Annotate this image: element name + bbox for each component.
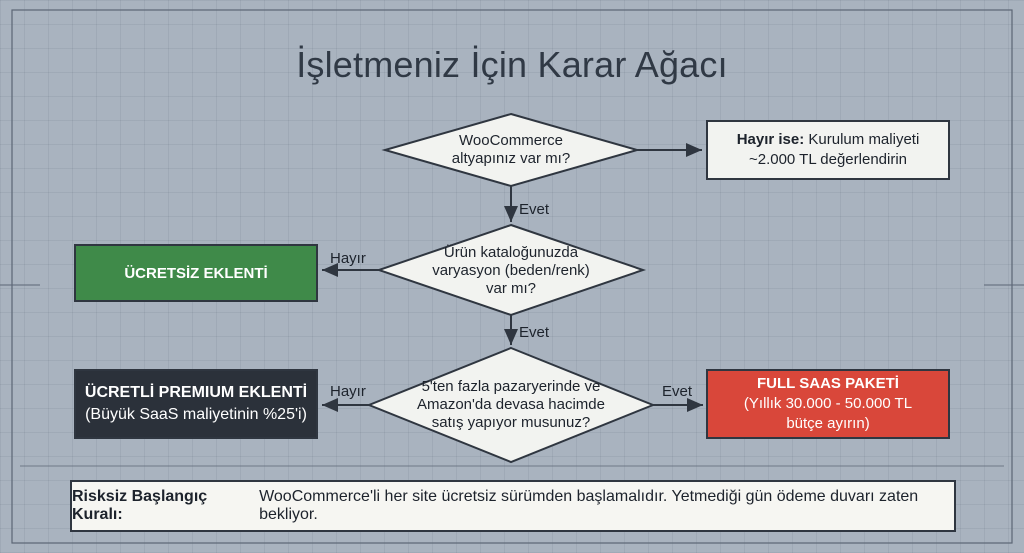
outcome-no-woocommerce-line-2: ~2.000 TL değerlendirin <box>748 151 908 168</box>
decision-1-line-1: WooCommerce <box>459 132 563 149</box>
outcome-full-saas: FULL SAAS PAKETİ (Yıllık 30.000 - 50.000… <box>706 369 950 439</box>
decision-3-text: 5'ten fazla pazaryerinde ve Amazon'da de… <box>406 378 616 432</box>
footer-rule-text: WooCommerce'li her site ücretsiz sürümde… <box>259 488 919 523</box>
decision-3-line-3: satış yapıyor musunuz? <box>431 414 591 431</box>
outcome-no-woocommerce: Hayır ise: Kurulum maliyeti ~2.000 TL de… <box>706 120 950 180</box>
page-title: İşletmeniz İçin Karar Ağacı <box>296 44 728 85</box>
outcome-no-woocommerce-bold: Hayır ise: <box>736 131 805 148</box>
outcome-free-plugin: ÜCRETSİZ EKLENTİ <box>74 244 318 302</box>
outcome-full-saas-line-2: (Yıllık 30.000 - 50.000 TL <box>743 395 913 412</box>
decision-3-line-2: Amazon'da devasa hacimde <box>417 396 605 413</box>
decision-diamond-3 <box>366 346 656 464</box>
decision-2-text: Ürün kataloğunuzda varyasyon (beden/renk… <box>416 244 606 298</box>
decision-1-line-2: altyapınız var mı? <box>451 150 571 167</box>
edge-label-yes-1: Evet <box>519 201 550 218</box>
outcome-full-saas-line-1: FULL SAAS PAKETİ <box>757 375 899 392</box>
footer-rule-title: Risksiz Başlangıç Kuralı: <box>72 488 208 523</box>
decision-2-line-2: varyasyon (beden/renk) <box>432 262 590 279</box>
edge-label-no-2: Hayır <box>330 250 366 267</box>
outcome-full-saas-line-3: bütçe ayırın) <box>786 415 870 432</box>
decision-2-line-3: var mı? <box>485 280 536 297</box>
decision-3-line-1: 5'ten fazla pazaryerinde ve <box>421 378 601 395</box>
footer-rule: Risksiz Başlangıç Kuralı: WooCommerce'li… <box>70 480 956 532</box>
outcome-premium-line-2: (Büyük SaaS maliyetinin %25'i) <box>85 406 307 423</box>
decision-1-text: WooCommerce altyapınız var mı? <box>421 132 601 168</box>
edge-label-no-3: Hayır <box>330 383 366 400</box>
outcome-premium-plugin: ÜCRETLİ PREMIUM EKLENTİ (Büyük SaaS mali… <box>74 369 318 439</box>
edge-label-yes-2: Evet <box>519 324 550 341</box>
outcome-free-plugin-label: ÜCRETSİZ EKLENTİ <box>124 264 268 282</box>
edge-label-yes-3: Evet <box>662 383 693 400</box>
outcome-no-woocommerce-line-1: Kurulum maliyeti <box>804 131 920 148</box>
decision-2-line-1: Ürün kataloğunuzda <box>443 244 579 261</box>
frame-border <box>11 9 1013 544</box>
outcome-premium-line-1: ÜCRETLİ PREMIUM EKLENTİ <box>84 384 308 401</box>
